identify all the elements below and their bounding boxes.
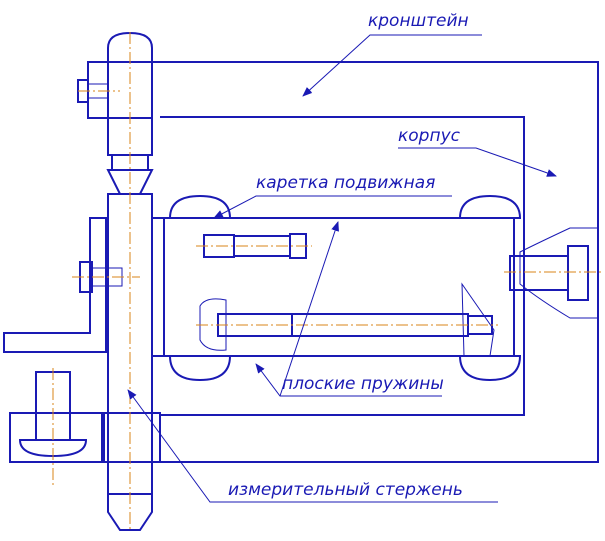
leader-rod <box>127 389 498 503</box>
label-bracket: кронштейн <box>368 11 469 31</box>
leader-lines <box>127 34 557 503</box>
bracket-lower-hatch <box>9 412 103 463</box>
label-housing: корпус <box>398 126 461 146</box>
bracket-upper-hatch <box>87 61 153 119</box>
label-rod: измерительный стержень <box>228 480 463 500</box>
label-springs: плоские пружины <box>282 374 444 394</box>
leader-bracket <box>302 34 482 97</box>
label-carriage: каретка подвижная <box>256 173 435 193</box>
center-lines <box>52 32 602 530</box>
rod-guide-hatch <box>151 217 165 357</box>
moving-carriage <box>163 194 522 382</box>
leader-carriage <box>213 195 452 219</box>
housing-side-bracket <box>3 217 123 353</box>
right-nut-assembly <box>509 227 599 319</box>
leader-housing <box>398 147 557 177</box>
leader-springs-top <box>279 221 339 397</box>
